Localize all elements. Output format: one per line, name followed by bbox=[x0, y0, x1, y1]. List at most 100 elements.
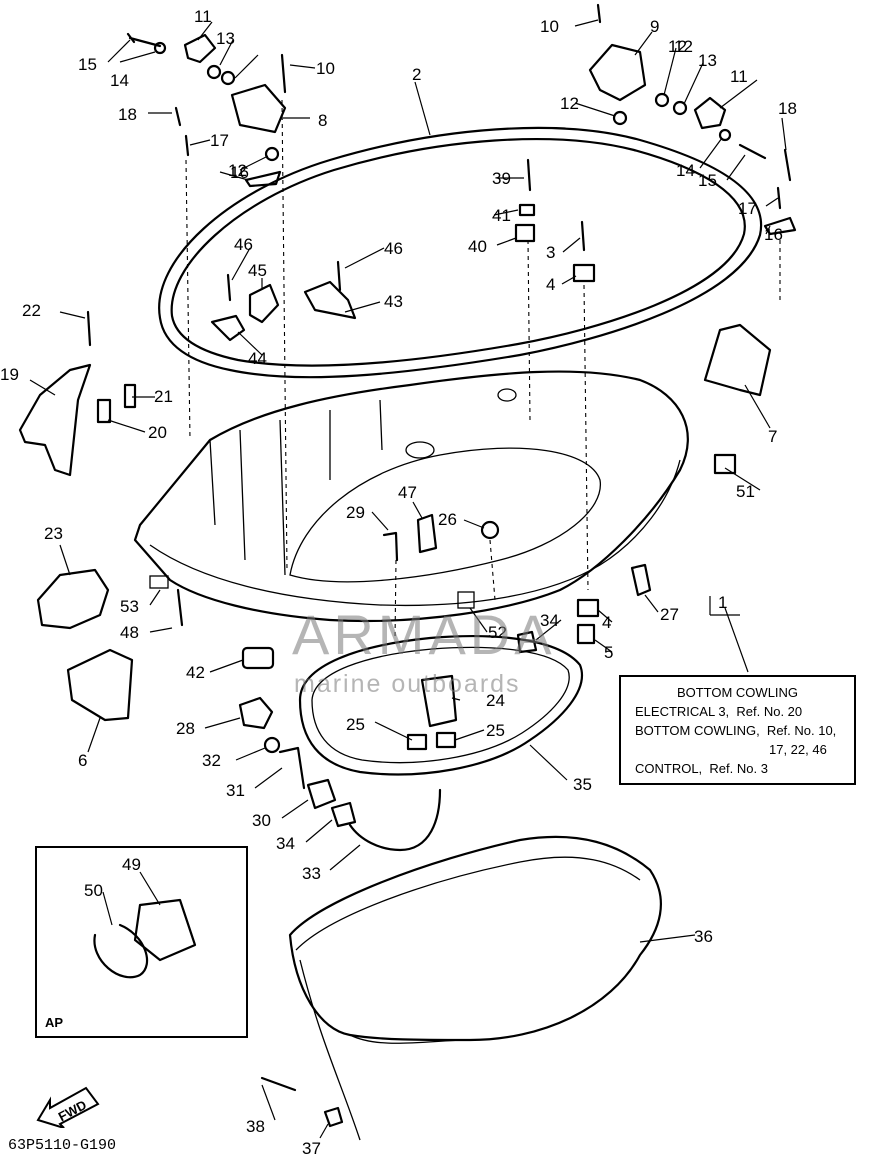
clip-47 bbox=[416, 513, 438, 554]
callout-number: 14 bbox=[110, 71, 129, 90]
callout-number: 43 bbox=[384, 292, 403, 311]
bracket-9 bbox=[588, 43, 647, 102]
callout-number: 19 bbox=[0, 365, 19, 384]
callout-number: 2 bbox=[412, 65, 421, 84]
callout-number: 50 bbox=[84, 881, 103, 900]
callout-number: 37 bbox=[302, 1139, 321, 1158]
plate-16 bbox=[763, 216, 797, 236]
bolt-38 bbox=[260, 1076, 297, 1092]
callout-number: 41 bbox=[492, 206, 511, 225]
hose-clamp-50 bbox=[93, 923, 149, 979]
bolt-22 bbox=[86, 310, 92, 347]
lower-cover bbox=[288, 835, 662, 1042]
callout-number: 12 bbox=[674, 37, 693, 56]
callout-number: 32 bbox=[202, 751, 221, 770]
reference-box: BOTTOM COWLING ELECTRICAL 3, Ref. No. 20… bbox=[619, 675, 856, 785]
plug-23 bbox=[36, 568, 110, 630]
grommet-4 bbox=[572, 263, 596, 283]
forward-arrow-icon: FWD bbox=[36, 1086, 100, 1128]
reference-title: BOTTOM COWLING bbox=[676, 685, 799, 700]
bolt-17 bbox=[776, 186, 782, 210]
ring-34 bbox=[516, 630, 538, 654]
callout-number: 17 bbox=[210, 131, 229, 150]
callout-number: 46 bbox=[234, 235, 253, 254]
spring-18 bbox=[783, 148, 792, 182]
bolt-10 bbox=[280, 53, 287, 94]
callout-number: 36 bbox=[694, 927, 713, 946]
callout-number: 16 bbox=[764, 225, 783, 244]
callout-number: 10 bbox=[316, 59, 335, 78]
bolt-46 bbox=[336, 260, 342, 292]
hose-27 bbox=[630, 563, 652, 597]
sleeve-49 bbox=[133, 898, 197, 962]
washer-13 bbox=[672, 100, 688, 116]
reference-line: CONTROL, Ref. No. 3 bbox=[635, 761, 768, 776]
holder-7 bbox=[703, 323, 772, 397]
grommet-24 bbox=[420, 674, 458, 728]
seal-ring-inner bbox=[170, 138, 746, 367]
callout-number: 45 bbox=[248, 261, 267, 280]
cowling-hole bbox=[497, 388, 517, 402]
bolt-3 bbox=[580, 220, 586, 252]
callout-number: 14 bbox=[676, 161, 695, 180]
washer-13 bbox=[206, 64, 222, 80]
callout-number: 47 bbox=[398, 483, 417, 502]
callout-number: 23 bbox=[44, 524, 63, 543]
bracket-8 bbox=[230, 83, 287, 134]
callout-number: 1 bbox=[718, 593, 727, 612]
clip-21 bbox=[123, 383, 137, 409]
bolt-17 bbox=[184, 134, 190, 157]
grommet-26 bbox=[480, 520, 500, 540]
callout-number: 27 bbox=[660, 605, 679, 624]
ring-32 bbox=[263, 736, 281, 754]
callout-number: 6 bbox=[78, 751, 87, 770]
callout-number: 39 bbox=[492, 169, 511, 188]
bolt-15 bbox=[738, 143, 767, 160]
callout-number: 15 bbox=[698, 171, 717, 190]
callout-number: 52 bbox=[488, 623, 507, 642]
ap-label: AP bbox=[45, 1015, 64, 1030]
callout-number: 40 bbox=[468, 237, 487, 256]
washer-12 bbox=[264, 146, 280, 162]
washer-14 bbox=[718, 128, 732, 142]
spring-18 bbox=[174, 106, 182, 127]
callout-number: 11 bbox=[194, 7, 212, 26]
label-52 bbox=[457, 591, 475, 609]
washer-12 bbox=[220, 70, 236, 86]
bolt-39 bbox=[526, 158, 532, 192]
lower-cover-skirt bbox=[299, 959, 471, 1141]
cover-19 bbox=[18, 363, 92, 477]
hose-33 bbox=[348, 788, 442, 852]
bolt-46 bbox=[226, 273, 232, 302]
nut-37 bbox=[323, 1106, 344, 1128]
grommet-40 bbox=[514, 223, 536, 243]
washer-14 bbox=[153, 41, 167, 55]
bracket-11 bbox=[693, 96, 727, 130]
holder-45 bbox=[248, 283, 280, 324]
callout-number: 16 bbox=[230, 163, 249, 182]
label-53 bbox=[149, 575, 169, 589]
callout-number: 35 bbox=[573, 775, 592, 794]
label-51 bbox=[713, 453, 737, 475]
callout-number: 48 bbox=[120, 623, 139, 642]
callout-number: 24 bbox=[486, 691, 505, 710]
screw-29 bbox=[382, 531, 399, 562]
gasket bbox=[298, 635, 583, 776]
diagram-code: 63P5110-G190 bbox=[8, 1137, 117, 1154]
callout-number: 17 bbox=[738, 199, 757, 218]
clip-25 bbox=[435, 731, 457, 749]
callout-number: 25 bbox=[346, 715, 365, 734]
clip-25 bbox=[406, 733, 428, 751]
collar-5 bbox=[576, 623, 596, 645]
grommet-28 bbox=[238, 696, 274, 730]
callout-number: 49 bbox=[122, 855, 141, 874]
bottom-cowling bbox=[133, 370, 689, 623]
cowling-hole bbox=[405, 441, 435, 459]
callout-number: 13 bbox=[216, 29, 235, 48]
callout-number: 31 bbox=[226, 781, 245, 800]
reference-line: ELECTRICAL 3, Ref. No. 20 bbox=[635, 704, 803, 719]
holder-43 bbox=[303, 280, 357, 320]
callout-number: 26 bbox=[438, 510, 457, 529]
nut-30 bbox=[306, 778, 337, 810]
